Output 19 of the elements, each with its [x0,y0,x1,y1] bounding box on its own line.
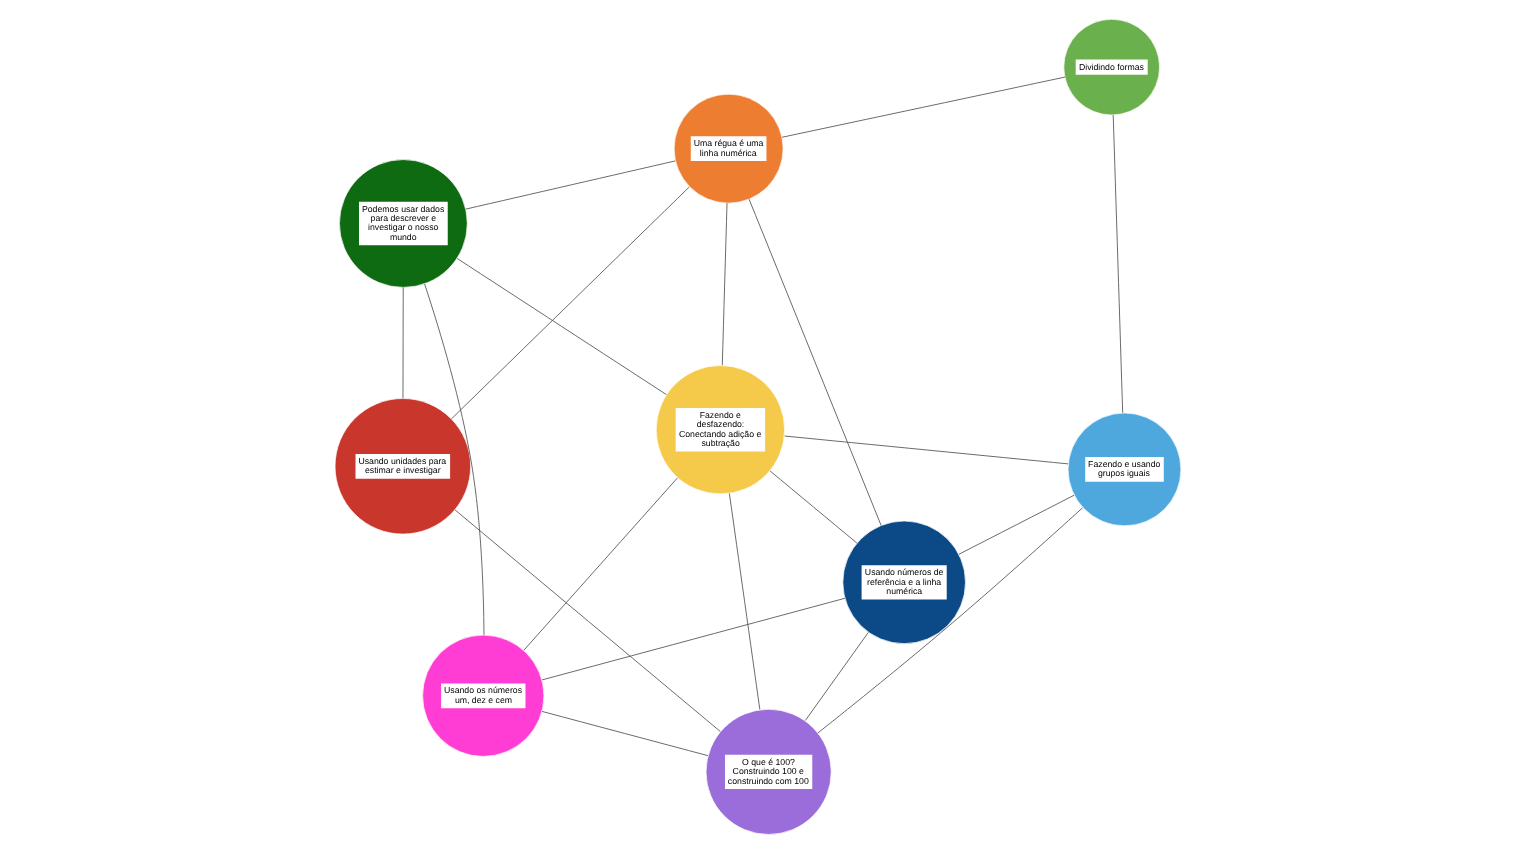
connector [721,202,728,366]
connector [424,283,485,636]
connector [804,631,869,721]
connector [465,160,676,210]
connector [817,507,1084,734]
connector [769,470,858,544]
connector [1112,114,1124,414]
connector [541,597,846,681]
connector [454,509,721,732]
connector [781,76,1066,138]
connector [748,198,882,526]
connector [541,711,709,757]
connector [456,258,667,395]
connector [728,493,761,710]
connector [402,287,404,399]
connector [958,494,1075,555]
connector [523,477,678,651]
connector [451,186,690,420]
connector [784,435,1069,465]
